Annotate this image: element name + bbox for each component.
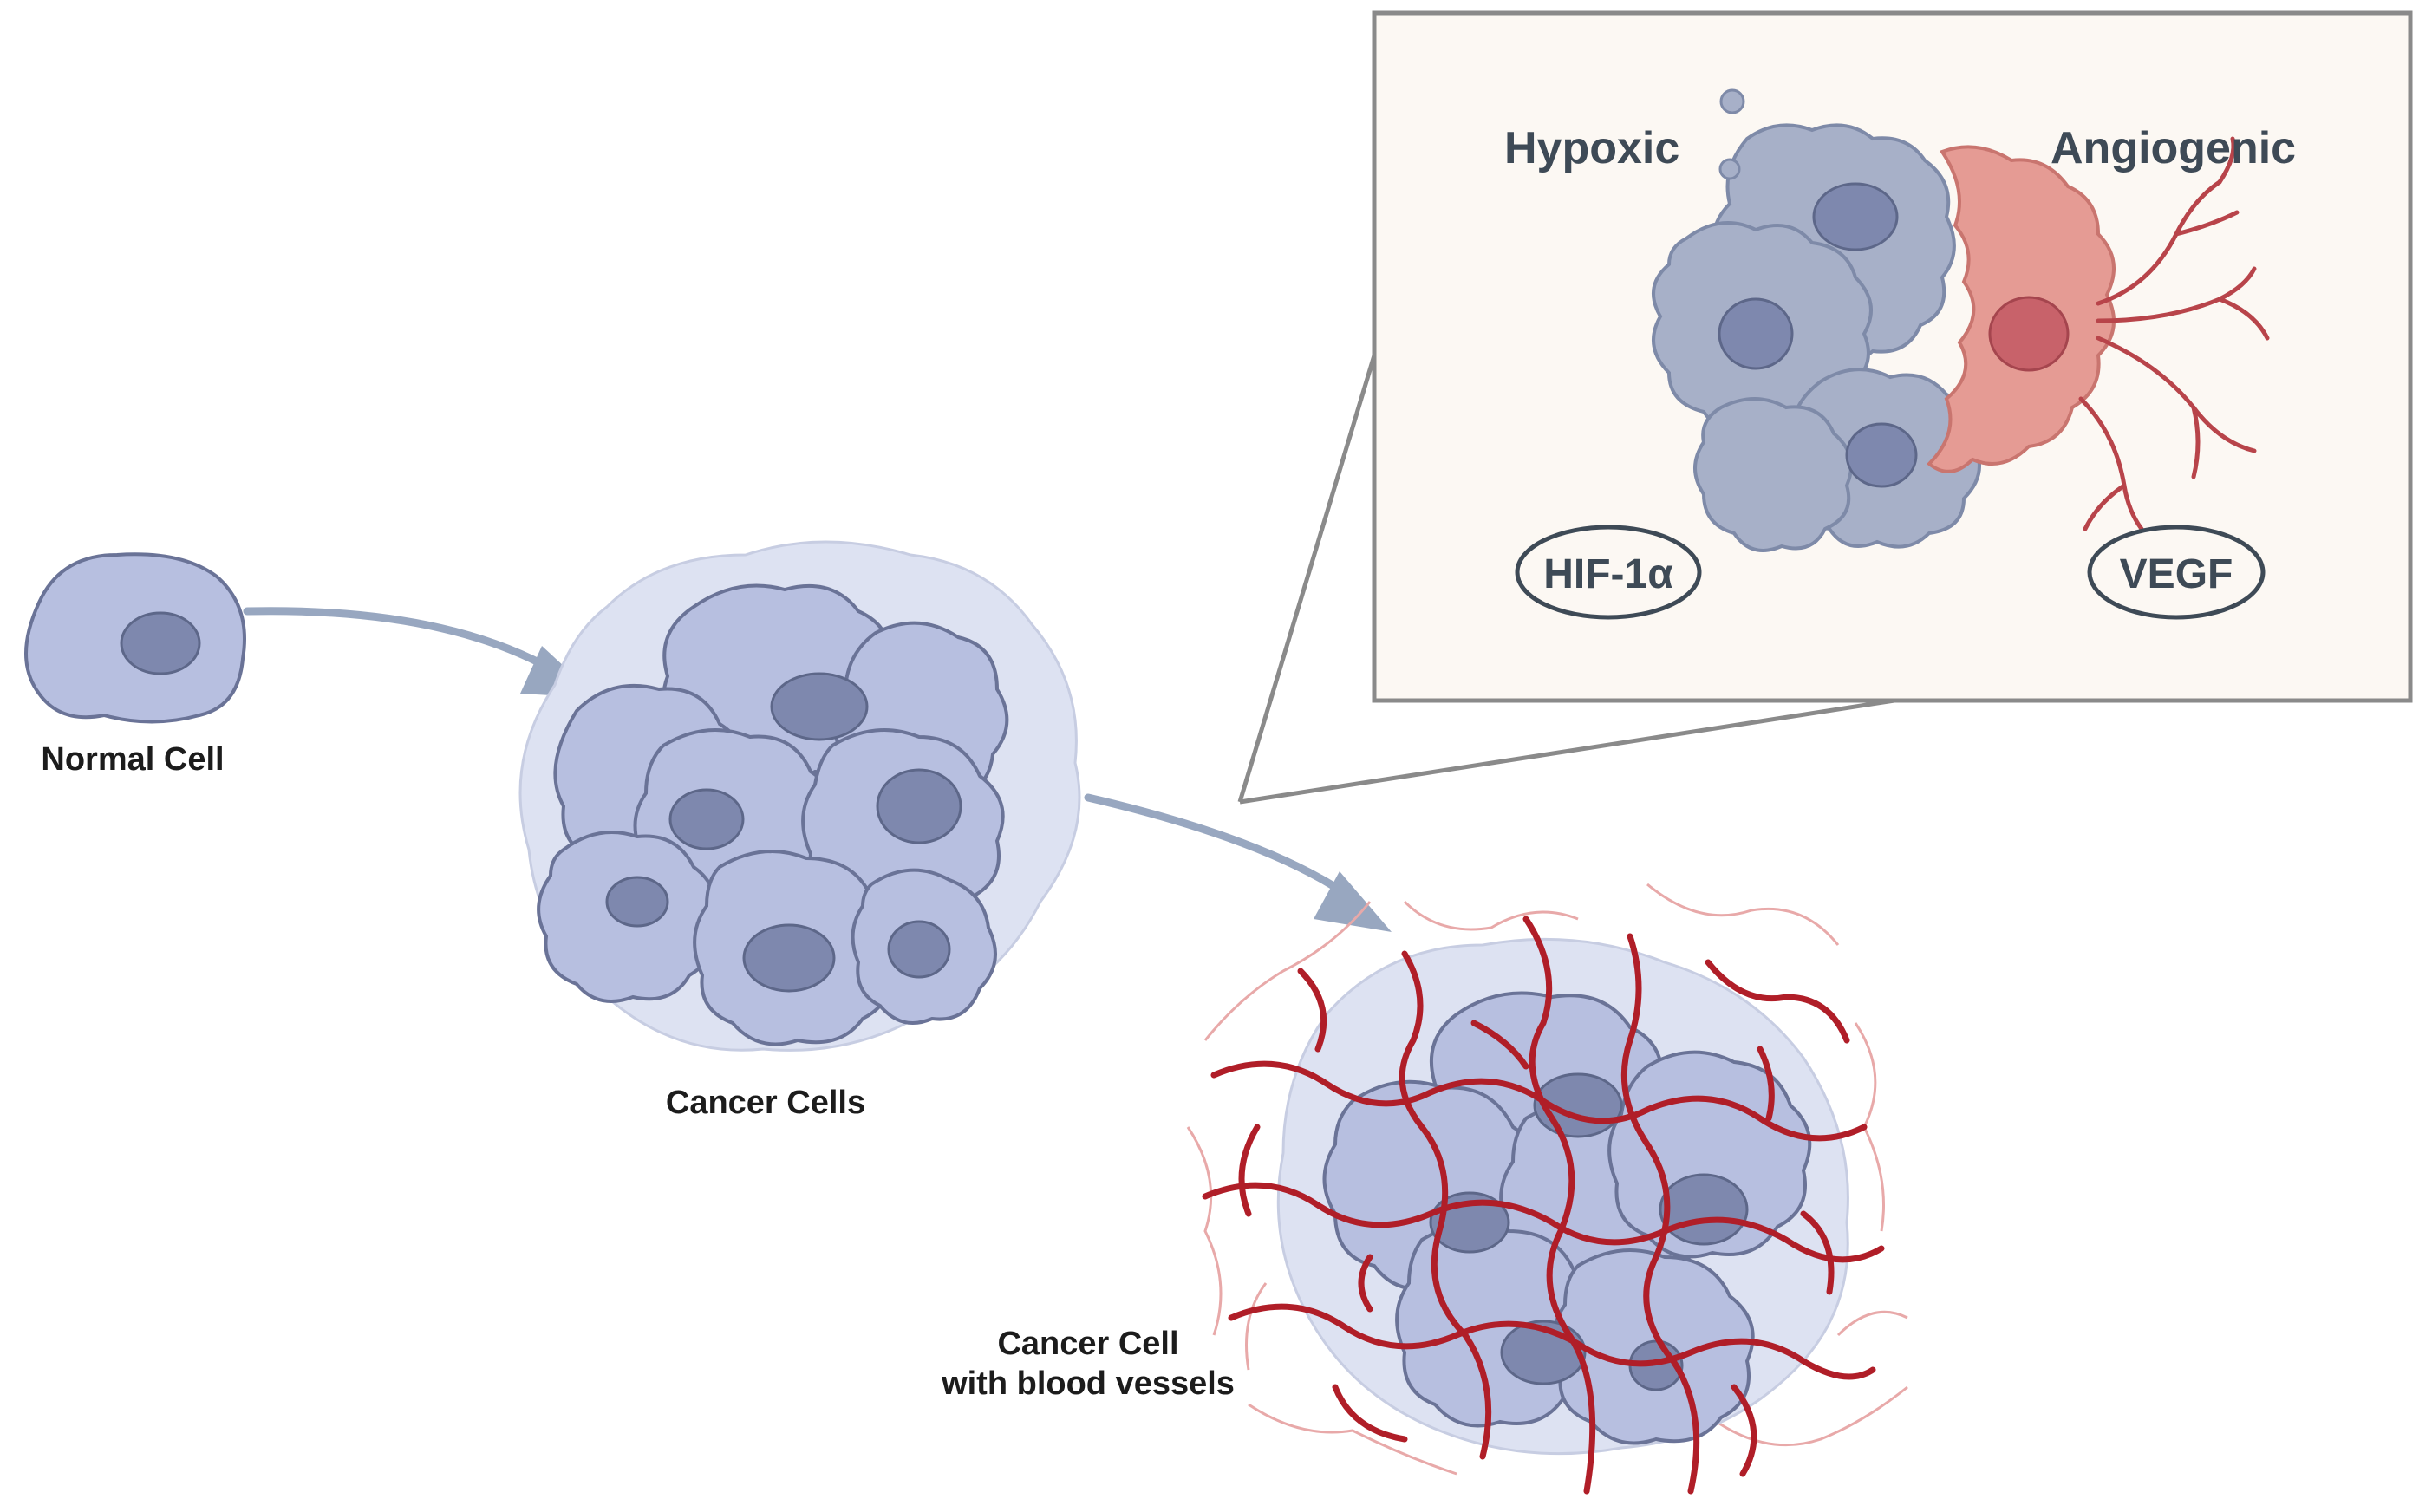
hypoxic-nucleus: [1812, 182, 1899, 251]
progression-arrow-1: [243, 607, 568, 681]
angiogenic-cell: [1927, 136, 2270, 531]
angiogenic-sprouts: [2078, 136, 2270, 531]
hif-label: HIF-1α: [1543, 551, 1673, 597]
vascular-tumor-label-line1: Cancer Cell: [997, 1326, 1178, 1362]
angiogenic-label: Angiogenic: [2051, 123, 2296, 173]
angiogenic-nucleus: [1988, 296, 2070, 372]
hif-badge-outline: [1515, 525, 1702, 620]
vascularized-tumor: [1186, 883, 1908, 1495]
hypoxic-cell: [1693, 397, 1853, 552]
inset-panel: Hypoxic Angiogenic HIF-1α VEGF: [1372, 10, 2413, 703]
oxygen-bubble: [1718, 158, 1741, 180]
hypoxic-label: Hypoxic: [1504, 123, 1679, 173]
normal-cell-label: Normal Cell: [41, 741, 224, 778]
vegf-label: VEGF: [2120, 551, 2233, 597]
hif-badge: HIF-1α: [1515, 525, 1702, 620]
faint-vessels: [1186, 883, 1908, 1476]
hypoxic-nucleus: [1718, 297, 1794, 370]
vegf-badge-outline: [2087, 525, 2266, 620]
cancer-nuclei: [605, 672, 962, 993]
progression-arrow-2: [1084, 793, 1361, 906]
oxygen-bubble: [1719, 88, 1745, 114]
zoom-connector: [1237, 355, 1895, 805]
normal-cell: [24, 552, 246, 724]
normal-cell-nucleus: [120, 611, 201, 675]
cancer-cells-label: Cancer Cells: [666, 1085, 865, 1121]
hypoxic-nucleus: [1845, 422, 1918, 488]
vascular-tumor-label-line2: with blood vessels: [941, 1365, 1235, 1402]
progression-arrow-2-head: [1314, 871, 1392, 932]
hypoxic-cluster: [1652, 88, 1981, 552]
blood-vessels: [1202, 916, 1885, 1495]
cancer-cell-cluster: [518, 540, 1081, 1052]
vegf-badge: VEGF: [2087, 525, 2266, 620]
